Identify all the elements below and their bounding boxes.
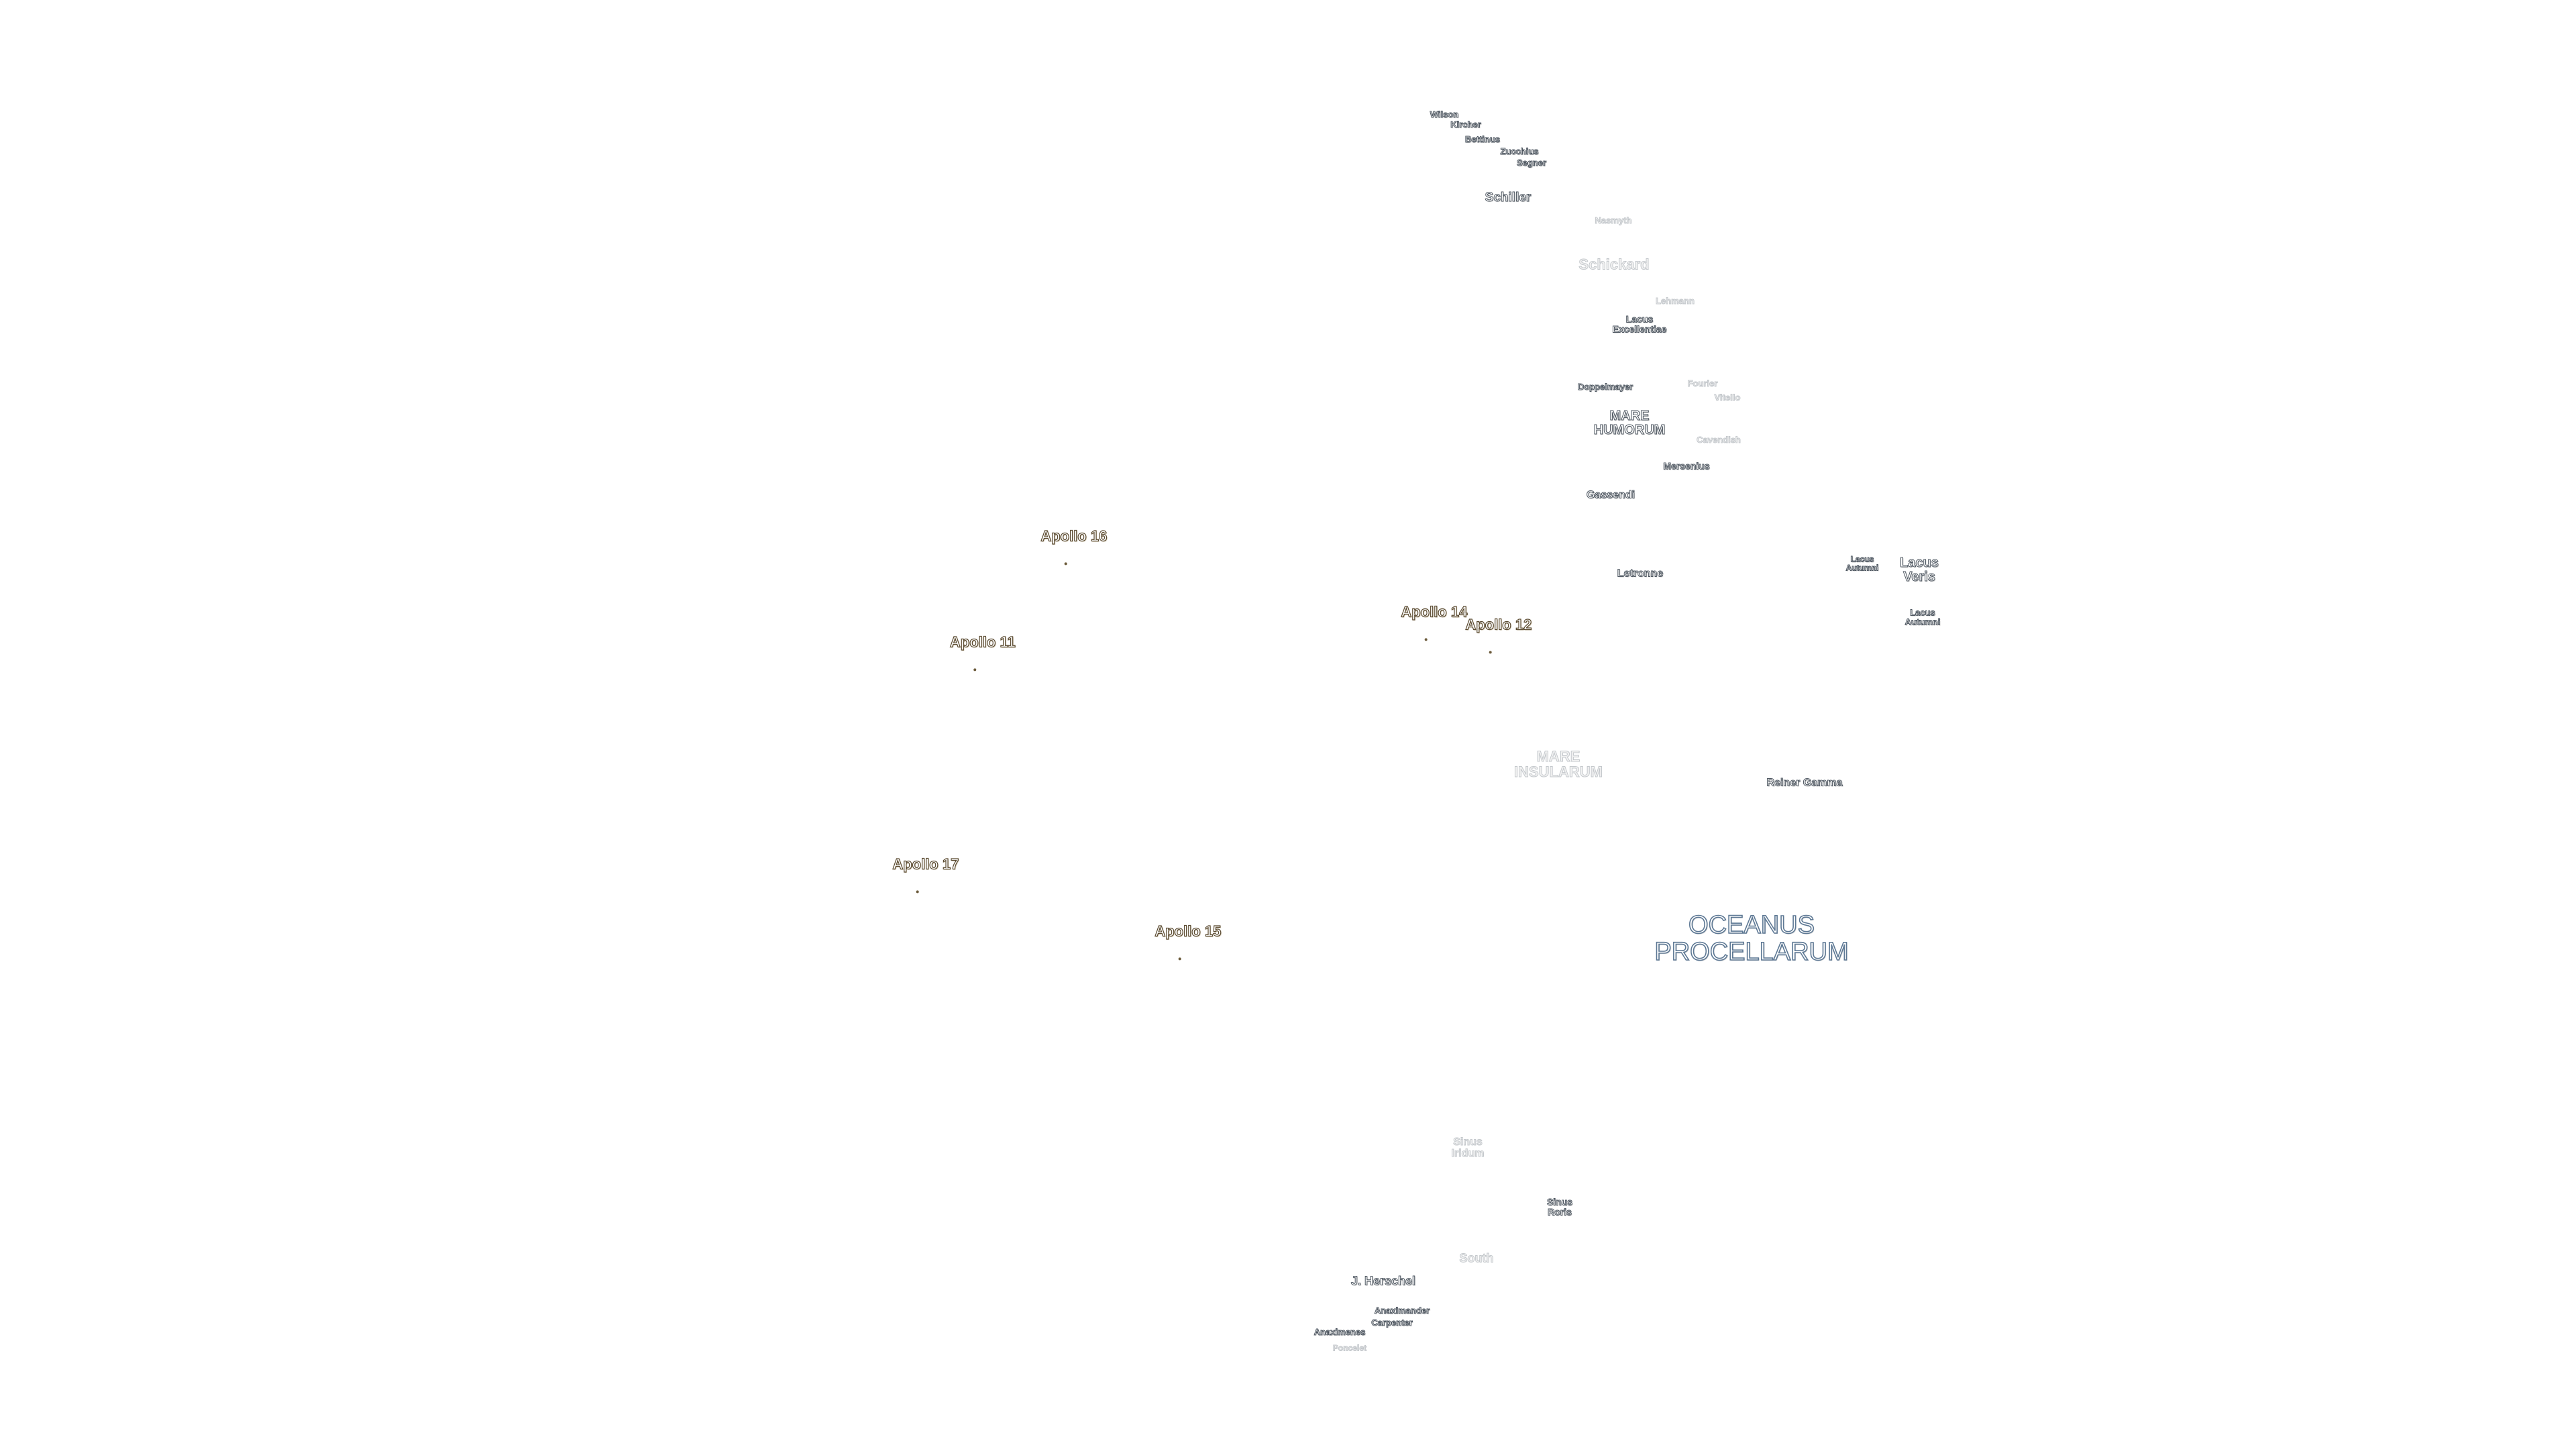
apollo-15-pin-icon bbox=[1179, 957, 1181, 961]
label-letronne[interactable]: Letronne bbox=[1617, 568, 1664, 580]
marker-apollo-14[interactable]: Apollo 14 bbox=[1385, 588, 1468, 641]
label-lehmann[interactable]: Lehmann bbox=[1656, 296, 1695, 307]
apollo-16-label: Apollo 16 bbox=[1040, 527, 1108, 545]
label-nasmyth[interactable]: Nasmyth bbox=[1595, 215, 1632, 226]
label-lacus-excellentiae[interactable]: Lacus Excellentiae bbox=[1612, 313, 1667, 334]
label-sinus-iridum[interactable]: Sinus Iridum bbox=[1451, 1136, 1485, 1159]
label-mersenius[interactable]: Mersenius bbox=[1663, 460, 1710, 472]
apollo-16-pin-icon bbox=[1065, 562, 1067, 566]
label-poncelet[interactable]: Poncelet bbox=[1332, 1343, 1367, 1353]
label-lacus-veris[interactable]: Lacus Veris bbox=[1900, 555, 1939, 584]
apollo-12-pin-icon bbox=[1489, 651, 1492, 654]
label-doppelmayer[interactable]: Doppelmayer bbox=[1577, 382, 1633, 392]
label-anaximander[interactable]: Anaximander bbox=[1374, 1305, 1430, 1316]
apollo-11-label: Apollo 11 bbox=[949, 633, 1016, 651]
label-mare-insularum[interactable]: MARE INSULARUM bbox=[1514, 747, 1603, 780]
label-kircher[interactable]: Kircher bbox=[1450, 119, 1482, 130]
label-carpenter[interactable]: Carpenter bbox=[1371, 1318, 1413, 1328]
label-reiner-gamma[interactable]: Reiner Gamma bbox=[1766, 777, 1843, 789]
label-cavendish[interactable]: Cavendish bbox=[1697, 435, 1741, 445]
label-sinus-roris[interactable]: Sinus Roris bbox=[1546, 1196, 1573, 1217]
label-schiller[interactable]: Schiller bbox=[1485, 191, 1532, 205]
apollo-15-label: Apollo 15 bbox=[1155, 922, 1222, 940]
label-oceanus-procellarum[interactable]: OCEANUS PROCELLARUM bbox=[1654, 911, 1849, 966]
apollo-14-pin-icon bbox=[1425, 638, 1428, 641]
label-wilson[interactable]: Wilson bbox=[1430, 109, 1459, 120]
label-gassendi[interactable]: Gassendi bbox=[1586, 489, 1635, 501]
label-lacus-autumni[interactable]: Lacus Autumni bbox=[1904, 607, 1941, 627]
label-schickard[interactable]: Schickard bbox=[1578, 256, 1650, 273]
label-vitello[interactable]: Vitello bbox=[1714, 392, 1741, 403]
apollo-12-label: Apollo 12 bbox=[1465, 616, 1532, 633]
marker-apollo-15[interactable]: Apollo 15 bbox=[1139, 908, 1222, 961]
label-mare-humorum[interactable]: MARE HUMORUM bbox=[1593, 409, 1666, 437]
apollo-11-pin-icon bbox=[973, 668, 976, 672]
apollo-17-pin-icon bbox=[916, 890, 919, 894]
label-j-herschel[interactable]: J. Herschel bbox=[1350, 1274, 1416, 1288]
marker-apollo-17[interactable]: Apollo 17 bbox=[877, 841, 959, 894]
label-south[interactable]: South bbox=[1459, 1251, 1494, 1265]
apollo-14-label: Apollo 14 bbox=[1401, 603, 1468, 621]
label-anaximenes[interactable]: Anaximenes bbox=[1313, 1327, 1366, 1338]
marker-apollo-12[interactable]: Apollo 12 bbox=[1450, 601, 1532, 654]
label-lacus-australis[interactable]: Lacus Autumni bbox=[1845, 554, 1879, 572]
marker-apollo-16[interactable]: Apollo 16 bbox=[1025, 513, 1108, 566]
label-segner[interactable]: Segner bbox=[1516, 158, 1547, 168]
label-bettinus[interactable]: Bettinus bbox=[1465, 134, 1501, 145]
label-zucchius[interactable]: Zucchius bbox=[1500, 146, 1539, 157]
apollo-17-label: Apollo 17 bbox=[892, 855, 959, 873]
label-fourier[interactable]: Fourier bbox=[1687, 378, 1718, 389]
marker-apollo-11[interactable]: Apollo 11 bbox=[934, 619, 1016, 672]
